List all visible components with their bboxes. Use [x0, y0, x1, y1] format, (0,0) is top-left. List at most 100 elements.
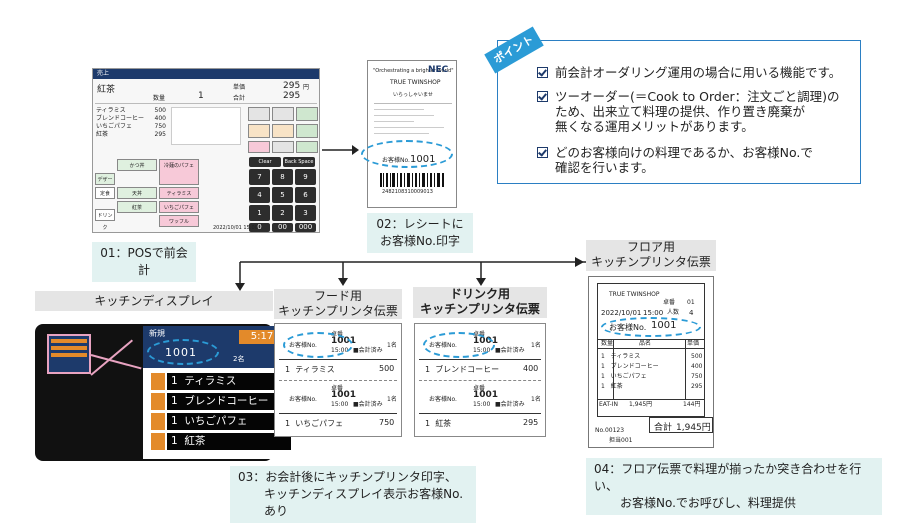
slip-paid: ■会計済み	[353, 347, 383, 354]
slip-item: 1 いちごパフェ	[285, 419, 344, 428]
slip-count: 1名	[387, 396, 397, 403]
floor-row-amount: 500	[691, 353, 703, 360]
kds-status: 新規	[149, 329, 165, 338]
numpad-key[interactable]: 3	[295, 205, 316, 221]
slip-paid: ■会計済み	[495, 401, 525, 408]
caption-01: 01：POSで前会計	[92, 242, 196, 282]
numpad-key[interactable]: 5	[272, 187, 293, 203]
pos-qty: 1	[198, 91, 204, 101]
numpad-key[interactable]: 2	[272, 205, 293, 221]
menu-key[interactable]: ワッフル	[159, 215, 199, 227]
floor-time: 15:00	[643, 309, 664, 317]
point-text-2: ツーオーダー(＝Cook to Order：注文ごと調理)の ため、出来立て料理…	[555, 89, 840, 134]
kds-row[interactable]: 1 いちごパフェ	[151, 413, 291, 430]
kds-guests: 2名	[233, 355, 245, 363]
pos-summary-panel	[171, 107, 241, 145]
function-key[interactable]	[296, 141, 318, 153]
slip-count: 1名	[387, 342, 397, 349]
clear-button[interactable]: Clear	[249, 157, 281, 167]
slip-table-label: 卓番	[331, 385, 344, 392]
numpad-key[interactable]: 4	[249, 187, 270, 203]
receipt-tagline: "Orchestrating a brighter world"	[373, 68, 454, 74]
receipt-barcode-digits: 2482108310009013	[382, 189, 433, 195]
numpad-key[interactable]: 00	[272, 223, 293, 232]
floor-row-amount: 750	[691, 373, 703, 380]
kds-thumbnail	[47, 334, 91, 374]
customer-no-highlight	[601, 317, 701, 337]
numpad-key[interactable]: 0	[249, 223, 270, 232]
function-key[interactable]	[248, 124, 270, 138]
customer-no-highlight	[361, 140, 453, 168]
floor-total-box: 合計 1,945円	[649, 417, 713, 433]
floor-tax: 144円	[683, 401, 701, 408]
food-slip-header: フード用 キッチンプリンタ伝票	[274, 289, 402, 319]
floor-row: 1 紅茶	[601, 383, 623, 390]
floor-col-qty: 数量	[601, 340, 614, 347]
kds-row[interactable]: 1 紅茶	[151, 433, 291, 450]
numpad-key[interactable]: 1	[249, 205, 270, 221]
pos-yen: 円	[303, 84, 310, 91]
kds-header: キッチンディスプレイ	[35, 291, 273, 311]
floor-col-price: 単価	[687, 340, 700, 347]
menu-key[interactable]: ティラミス	[159, 187, 199, 199]
numpad-key[interactable]: 6	[295, 187, 316, 203]
function-key[interactable]	[248, 141, 270, 153]
pos-item-name: 紅茶	[97, 85, 116, 95]
slip-customer-label: お客様No.	[429, 396, 457, 403]
floor-table-label: 卓番	[663, 299, 676, 306]
drink-slip-header: ドリンク用 キッチンプリンタ伝票	[413, 287, 547, 318]
numpad-key[interactable]: 7	[249, 169, 270, 185]
pos-total-label: 合計	[233, 95, 246, 102]
floor-slip-header: フロア用 キッチンプリンタ伝票	[586, 240, 716, 271]
menu-key[interactable]: いちごパフェ	[159, 201, 199, 213]
floor-row: 1 ティラミス	[601, 353, 641, 360]
function-key[interactable]	[272, 107, 294, 121]
slip-table-label: 卓番	[473, 385, 486, 392]
floor-eat-in: EAT-IN	[599, 401, 618, 408]
pos-total: 295	[283, 91, 301, 101]
nec-logo: NEC	[428, 65, 449, 75]
caption-02: 02：レシートに お客様No.印字	[367, 213, 473, 253]
caption-04: 04：フロア伝票で料理が揃ったか突き合わせを行い、 お客様No.でお呼びし、料理…	[586, 458, 882, 515]
checkbox-icon	[537, 91, 548, 102]
function-key[interactable]	[296, 124, 318, 138]
kds-row[interactable]: 1 ブレンドコーヒー	[151, 393, 291, 410]
numpad-key[interactable]: 8	[272, 169, 293, 185]
slip-count: 1名	[531, 342, 541, 349]
function-key[interactable]	[248, 107, 270, 121]
function-key[interactable]	[272, 141, 294, 153]
pos-price-label: 単価	[233, 84, 246, 91]
menu-key[interactable]: 冷麺のパフェ	[159, 159, 199, 185]
numpad-key[interactable]: 000	[295, 223, 316, 232]
backspace-button[interactable]: Back Space	[283, 157, 315, 167]
drink-kitchen-slip: 卓番 お客様No. 1001 15:00 ■会計済み 1名 1 ブレンドコーヒー…	[414, 323, 546, 437]
slip-paid: ■会計済み	[353, 401, 383, 408]
menu-key[interactable]: かつ丼	[117, 159, 157, 171]
point-box: ポイント 前会計オーダリング運用の場合に用いる機能です。 ツーオーダー(＝Coo…	[484, 26, 861, 184]
checkbox-icon	[537, 147, 548, 158]
caption-03: 03：お会計後にキッチンプリンタ印字、 キッチンディスプレイ表示お客様No.あり	[230, 466, 476, 523]
numpad-key[interactable]: 9	[295, 169, 316, 185]
function-key[interactable]	[296, 107, 318, 121]
category-tab[interactable]: ドリンク	[95, 209, 115, 231]
floor-staff: 担当001	[609, 437, 633, 444]
kds-row[interactable]: 1 ティラミス	[151, 373, 291, 390]
floor-col-name: 品名	[639, 340, 652, 347]
menu-key[interactable]: 天丼	[117, 187, 157, 199]
floor-row: 1 ブレンドコーヒー	[601, 363, 659, 370]
menu-key[interactable]: 紅茶	[117, 201, 157, 213]
function-key[interactable]	[272, 124, 294, 138]
kitchen-display: 新規 5:17 1001 2名 1 ティラミス 1 ブレンドコーヒー 1 いちご…	[35, 324, 291, 461]
floor-kitchen-slip: TRUE TWINSHOP 卓番 01 2022/10/01 15:00 人数 …	[588, 276, 714, 448]
slip-time: 15:00	[473, 401, 491, 408]
category-tab[interactable]: 定食	[95, 187, 115, 199]
arrow-right-icon	[322, 145, 359, 155]
customer-no-highlight	[283, 332, 353, 358]
slip-item: 1 紅茶	[425, 419, 452, 428]
